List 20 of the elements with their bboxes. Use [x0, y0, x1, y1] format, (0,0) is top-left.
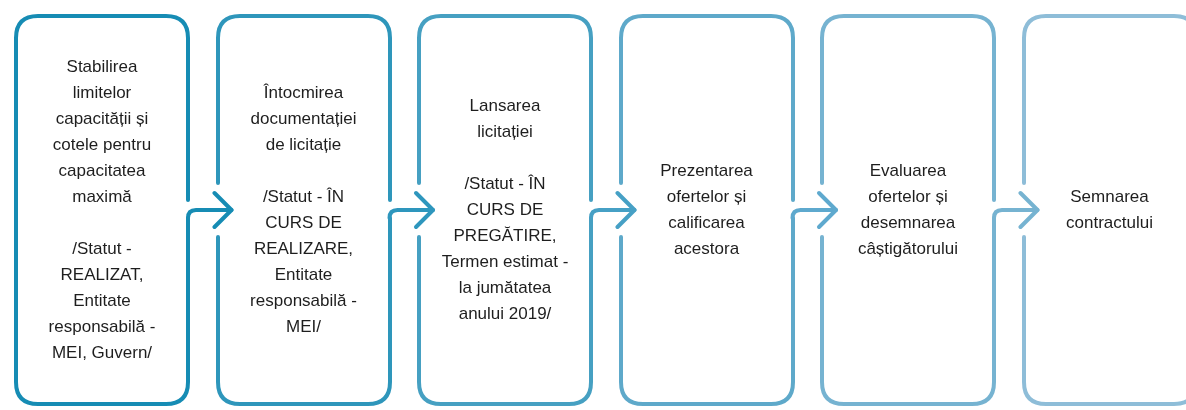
step-box — [820, 14, 996, 406]
step-status: /Statut - REALIZAT, Entitate responsabilă - MEI, Guvern/ — [47, 238, 157, 364]
arrow — [186, 191, 234, 229]
step-box — [14, 14, 190, 406]
arrow — [387, 191, 435, 229]
step-title: Semnarea contractului — [1065, 186, 1154, 234]
step-title: Lansarea licitației — [468, 95, 542, 143]
step-box — [1021, 14, 1186, 406]
arrow — [790, 191, 838, 229]
step-status: /Statut - ÎN CURS DE REALIZARE, Entitate responsabilă - MEI/ — [249, 186, 358, 338]
arrow — [589, 191, 637, 229]
step-box — [215, 14, 392, 406]
step-box — [618, 14, 795, 406]
step-title: Stabilirea limitelor capacității și cotele pentru capacitatea maximă — [51, 56, 153, 208]
step-box — [417, 14, 593, 406]
step-title: Evaluarea ofertelor și desemnarea câștigătorului — [856, 160, 960, 260]
step-title: Prezentarea ofertelor și calificarea acestora — [659, 160, 754, 260]
arrow — [992, 191, 1040, 229]
step-status: /Statut - ÎN CURS DE PREGĂTIRE, Termen estimat - la jumătatea anului 2019/ — [441, 173, 569, 325]
step-title: Întocmirea documentației de licitație — [249, 82, 358, 156]
